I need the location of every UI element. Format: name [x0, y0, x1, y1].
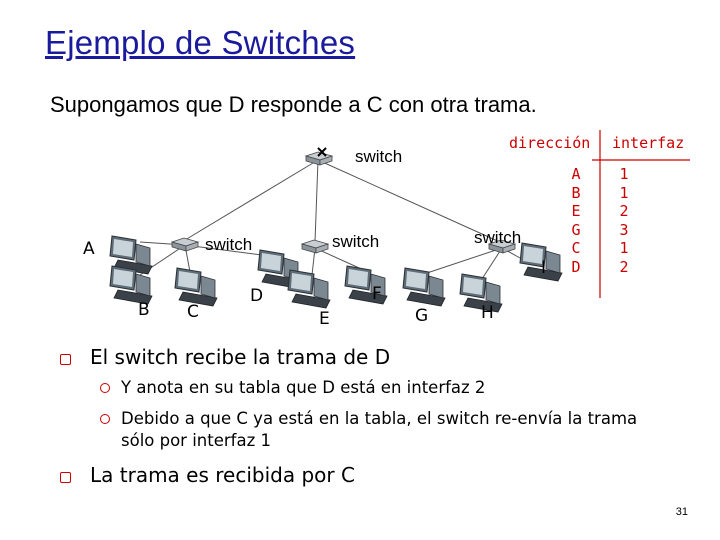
switch-mid-label: switch [332, 232, 380, 251]
switch-top-label: switch [355, 147, 403, 166]
table-interface-column: 1 1 2 3 1 2 [614, 165, 634, 277]
bullet-2-text: La trama es recibida por C [90, 463, 355, 487]
table-address-cell: C [571, 239, 581, 258]
page-number: 31 [675, 506, 688, 518]
host-i-label: I [541, 258, 547, 278]
table-lines [592, 130, 690, 298]
host-c-computer [174, 267, 218, 307]
table-address-cell: E [571, 202, 581, 221]
bullet-circle-icon [100, 414, 110, 424]
switch-mid [301, 239, 329, 254]
host-e-label: E [319, 309, 330, 329]
host-c-label: C [187, 302, 199, 322]
host-g-computer [402, 267, 446, 307]
page-title: Ejemplo de Switches [45, 24, 356, 61]
table-interface-cell: 1 [619, 239, 629, 258]
subtitle: Supongamos que D responde a C con otra t… [50, 92, 537, 117]
network-diagram [109, 130, 690, 313]
sub-bullet-1-text: Y anota en su tabla que D está en interf… [121, 378, 486, 397]
switch-left-label: switch [205, 235, 253, 254]
table-interface-cell: 1 [619, 165, 629, 183]
table-address-cell: G [571, 220, 581, 239]
host-e-computer [287, 269, 331, 309]
table-interface-cell: 2 [619, 257, 629, 276]
bullet-square-icon [60, 354, 71, 365]
table-header-interface: interfaz [612, 134, 685, 152]
host-b-label: B [138, 300, 150, 320]
bullet-circle-icon [100, 383, 110, 393]
table-interface-cell: 3 [619, 220, 629, 239]
bullet-1-text: El switch recibe la trama de D [90, 345, 391, 369]
switch-right-label: switch [474, 228, 522, 247]
host-g-label: G [415, 306, 429, 326]
switch-top [305, 147, 333, 166]
table-address-cell: A [571, 165, 581, 183]
table-address-cell: B [571, 183, 581, 202]
host-d-label: D [250, 286, 264, 306]
table-address-cell: D [571, 257, 581, 276]
table-interface-cell: 2 [619, 202, 629, 221]
host-f-label: F [372, 284, 382, 304]
table-interface-cell: 1 [619, 183, 629, 202]
network-links [139, 159, 521, 283]
switch-left [171, 237, 199, 252]
host-a-label: A [83, 239, 95, 259]
bullet-square-icon [60, 472, 71, 483]
table-header-address: dirección [509, 134, 591, 152]
table-address-column: A B E G C D [566, 165, 586, 277]
sub-bullet-2-text: Debido a que C ya está en la tabla, el s… [121, 409, 638, 450]
host-h-label: H [481, 303, 494, 323]
